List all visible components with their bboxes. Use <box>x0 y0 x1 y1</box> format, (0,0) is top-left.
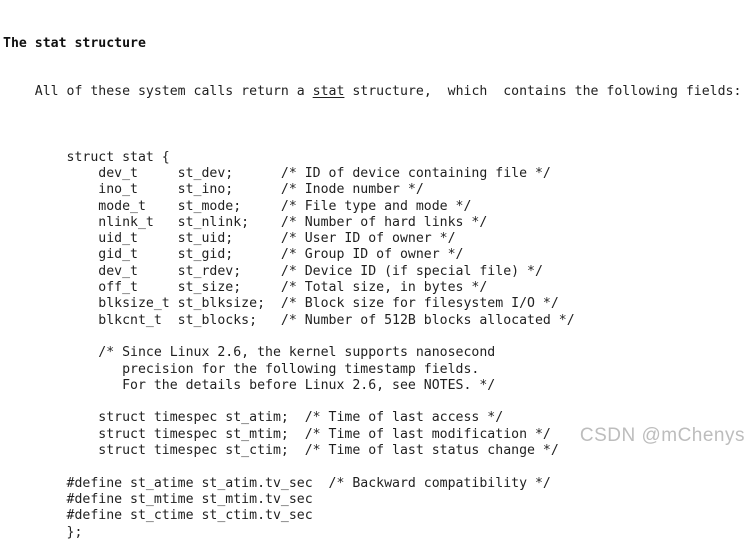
stat-emphasized-word: stat <box>312 84 345 100</box>
intro-text-after: structure, which contains the following … <box>344 84 742 100</box>
watermark: CSDN @mChenys <box>579 425 745 446</box>
struct-stat-code-block: struct stat { dev_t st_dev; /* ID of dev… <box>66 149 575 540</box>
intro-line: All of these system calls return a stat … <box>3 84 750 100</box>
section-heading: The stat structure <box>3 35 146 51</box>
intro-text-before: All of these system calls return a <box>3 84 313 100</box>
